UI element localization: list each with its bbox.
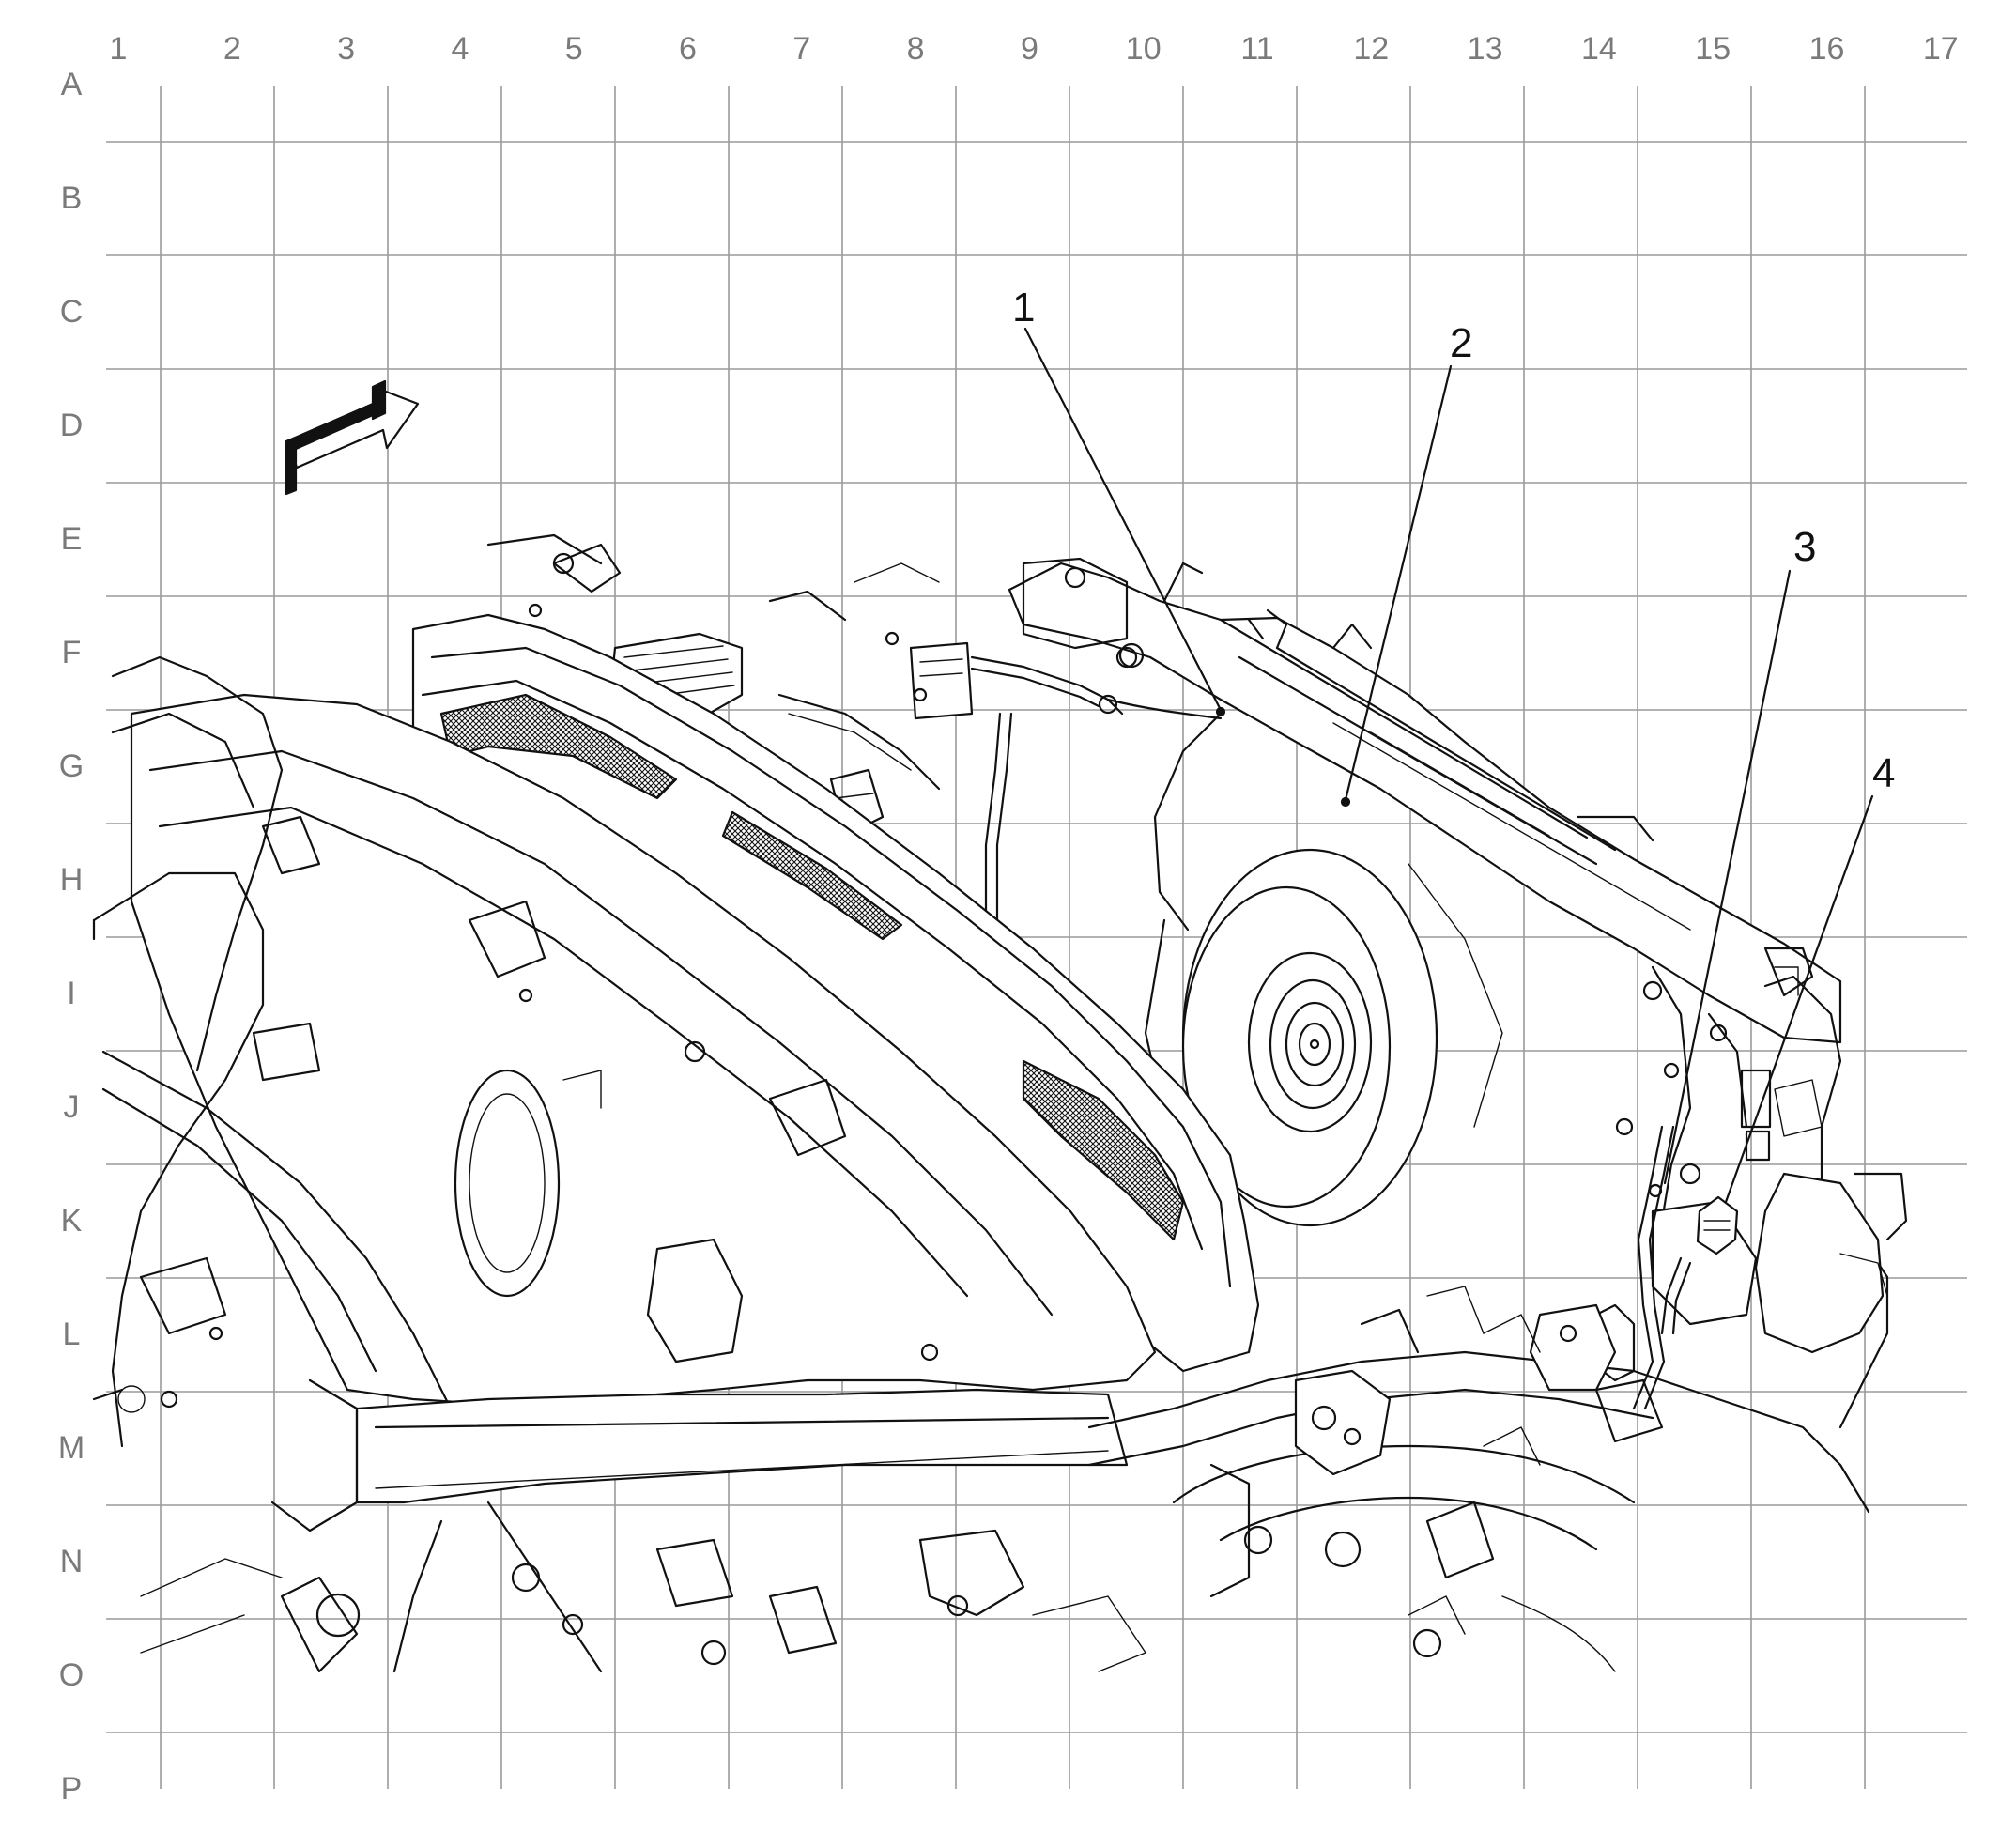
lower-left-structure [140, 1501, 1146, 1673]
grid-column-label: 12 [1353, 31, 1389, 67]
callout-2-label: 2 [1450, 320, 1472, 366]
left-side-structure [92, 655, 453, 1448]
right-bracket-cluster [1360, 1286, 1617, 1392]
grid-row-label: C [60, 294, 84, 330]
callout-4-label: 4 [1872, 750, 1895, 796]
grid-row-label: P [61, 1771, 83, 1807]
callout-leaders [1023, 327, 1874, 1204]
callout-1-label: 1 [1012, 285, 1035, 331]
grid-column-label: 5 [565, 31, 583, 67]
rear-window-header [411, 613, 1260, 1373]
grid-row-label: K [61, 1203, 83, 1239]
grid-row-label: F [62, 635, 82, 670]
grid-column-label: 2 [223, 31, 241, 67]
grid-column-label: 10 [1126, 31, 1162, 67]
grid-column-label: 7 [792, 31, 810, 67]
rear-shelf-panel [130, 693, 1157, 1406]
spare-wheel-disc [1144, 712, 1503, 1227]
grid-row-label: I [67, 976, 75, 1011]
grid-row-label: D [60, 408, 84, 443]
grid-column-label: 4 [451, 31, 469, 67]
grid-row-label: M [58, 1430, 85, 1466]
vehicle-structure-drawing [92, 533, 1908, 1673]
grid-row-label: N [60, 1544, 84, 1579]
grid-column-label: 1 [110, 31, 128, 67]
connector-4 [1660, 1195, 1739, 1335]
lower-crossbar [270, 1378, 1129, 1532]
grid-column-label: 3 [337, 31, 355, 67]
grid-row-label: B [61, 180, 83, 216]
grid-row-labels: A B C D E F G H I J K L M N O P [58, 67, 85, 1807]
grid-row-label: L [63, 1317, 81, 1352]
grid-column-label: 6 [679, 31, 697, 67]
callout-3-label: 3 [1793, 524, 1816, 570]
grid-row-label: J [64, 1089, 80, 1125]
grid-column-label: 11 [1240, 31, 1273, 67]
grid-column-label: 16 [1809, 31, 1845, 67]
grid-row-label: H [60, 862, 84, 898]
grid-column-label: 8 [907, 31, 925, 67]
grid-row-label: A [61, 67, 83, 102]
grid-row-label: E [61, 521, 83, 557]
right-quarter-structure [1615, 965, 1908, 1429]
grid-column-label: 17 [1923, 31, 1959, 67]
grid-column-label: 15 [1695, 31, 1731, 67]
grid-column-label: 13 [1468, 31, 1503, 67]
grid-column-label: 14 [1581, 31, 1617, 67]
upper-rear-crossmember [1008, 562, 1842, 1079]
grid-row-label: O [59, 1657, 84, 1693]
front-direction-arrow-icon [285, 379, 420, 496]
grid-row-label: G [59, 748, 84, 784]
grid-column-label: 9 [1021, 31, 1038, 67]
